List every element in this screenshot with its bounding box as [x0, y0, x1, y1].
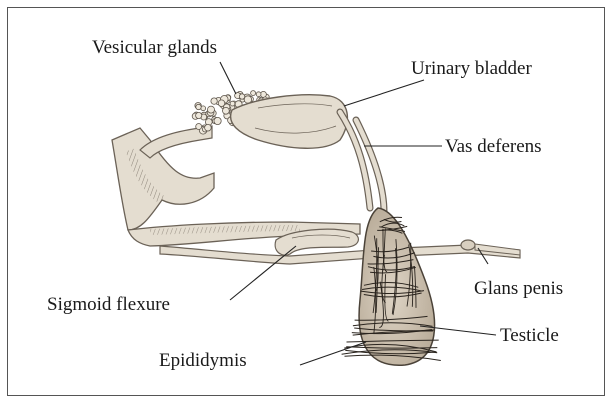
leader-urinary-bladder — [344, 80, 424, 106]
leader-vesicular-glands — [220, 62, 236, 94]
gland-lobule — [196, 112, 202, 118]
gland-lobule — [256, 92, 261, 97]
gland-lobule — [196, 104, 201, 109]
label-epididymis: Epididymis — [159, 350, 247, 371]
leader-epididymis — [300, 342, 366, 365]
gland-lobule — [211, 98, 217, 104]
label-glans-penis: Glans penis — [474, 278, 563, 299]
gland-lobule — [196, 124, 202, 130]
gland-lobule — [223, 107, 230, 114]
label-sigmoid-flexure: Sigmoid flexure — [47, 294, 170, 315]
gland-lobule — [218, 100, 225, 107]
label-testicle: Testicle — [500, 325, 559, 346]
gland-lobule — [239, 94, 244, 99]
label-vesicular-glands: Vesicular glands — [92, 37, 217, 58]
label-urinary-bladder: Urinary bladder — [411, 58, 532, 79]
gland-lobule — [208, 106, 215, 113]
gland-lobule — [205, 124, 212, 131]
label-vas-deferens: Vas deferens — [445, 136, 542, 157]
gland-lobule — [214, 117, 221, 124]
gland-lobule — [230, 101, 235, 106]
vas-deferens — [340, 112, 384, 212]
gland-lobule — [251, 91, 256, 96]
urinary-bladder — [231, 95, 348, 149]
